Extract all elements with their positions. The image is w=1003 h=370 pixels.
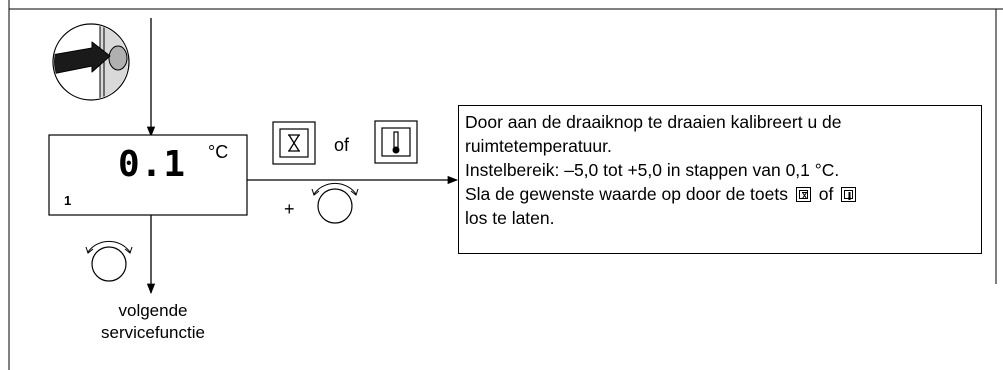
of-label: of <box>334 135 350 155</box>
lcd-display <box>48 134 248 216</box>
next-label-line1: volgende <box>118 301 188 320</box>
rotary-knob-icon <box>85 240 133 282</box>
info-line-4: Sla de gewenste waarde op door de toets … <box>465 182 981 206</box>
rotary-knob-icon-2 <box>311 182 359 224</box>
info-line-4-text: Sla de gewenste waarde op door de toets <box>465 184 788 204</box>
info-line-5: los te laten. <box>465 208 555 228</box>
info-line-1: Door aan de draaiknop te draaien kalibre… <box>465 112 842 132</box>
info-line-2: ruimtetemperatuur. <box>465 136 612 156</box>
next-service-label: volgende servicefunctie <box>58 300 248 344</box>
thermometer-key-small-icon <box>841 187 857 202</box>
plus-label: + <box>284 199 295 219</box>
next-label-line2: servicefunctie <box>101 323 205 342</box>
info-box: Door aan de draaiknop te draaien kalibre… <box>458 105 982 254</box>
info-line-4-of: of <box>818 184 834 204</box>
hand-press-icon <box>52 23 130 101</box>
info-line-3: Instelbereik: –5,0 tot +5,0 in stappen v… <box>465 160 840 180</box>
display-unit: °C <box>208 142 229 162</box>
display-value: 0.1 <box>118 144 187 185</box>
hourglass-key-icon <box>272 121 316 165</box>
thermometer-key-icon <box>374 120 418 164</box>
hourglass-key-small-icon <box>795 187 811 202</box>
display-index: 1 <box>64 193 72 208</box>
